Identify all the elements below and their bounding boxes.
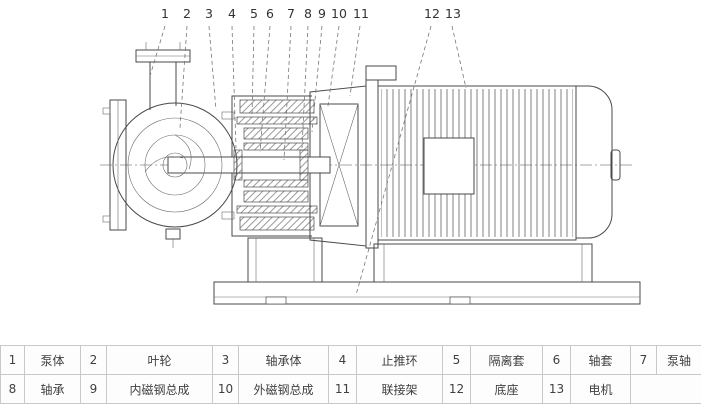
pump-pedestal <box>247 237 323 283</box>
part-name-cell: 内磁钢总成 <box>106 374 213 404</box>
callout-numbers: 1 2 3 4 5 6 7 8 9 10 11 12 13 <box>161 6 461 21</box>
part-number-cell: 5 <box>442 345 471 375</box>
callout-13: 13 <box>445 6 461 21</box>
part-number-cell: 7 <box>630 345 657 375</box>
table-row: 8 轴承 9 内磁钢总成 10 外磁钢总成 11 联接架 12 底座 13 电机 <box>0 374 701 404</box>
pump-shaft <box>167 149 331 181</box>
pump-body <box>112 102 238 228</box>
part-number-cell: 6 <box>542 345 571 375</box>
part-number-cell: 9 <box>80 374 107 404</box>
callout-8: 8 <box>304 6 312 21</box>
part-number-cell: 13 <box>542 374 571 404</box>
table-row: 1 泵体 2 叶轮 3 轴承体 4 止推环 5 隔离套 6 轴套 7 泵轴 <box>0 345 701 375</box>
part-name-cell: 轴套 <box>570 345 631 375</box>
part-number-cell: 11 <box>328 374 357 404</box>
part-name-cell: 泵轴 <box>656 345 701 375</box>
suction-flange <box>102 99 127 231</box>
callout-4: 4 <box>228 6 236 21</box>
part-name-cell: 底座 <box>470 374 543 404</box>
part-number-cell: 8 <box>0 374 25 404</box>
part-name-cell: 隔离套 <box>470 345 543 375</box>
callout-12: 12 <box>424 6 440 21</box>
empty-cell <box>630 374 701 404</box>
part-name-cell: 止推环 <box>356 345 443 375</box>
part-name-cell: 联接架 <box>356 374 443 404</box>
callout-11: 11 <box>353 6 369 21</box>
pump-cross-section-diagram: 1 2 3 4 5 6 7 8 9 10 11 12 13 <box>100 6 641 305</box>
part-number-cell: 2 <box>80 345 107 375</box>
part-name-cell: 轴承 <box>24 374 81 404</box>
part-number-cell: 1 <box>0 345 25 375</box>
part-number-cell: 3 <box>212 345 239 375</box>
callout-9: 9 <box>318 6 326 21</box>
discharge-flange <box>135 42 191 110</box>
drain-plug <box>165 228 181 248</box>
callout-7: 7 <box>287 6 295 21</box>
part-name-cell: 电机 <box>570 374 631 404</box>
part-number-cell: 12 <box>442 374 471 404</box>
callout-6: 6 <box>266 6 274 21</box>
callout-1: 1 <box>161 6 169 21</box>
part-number-cell: 4 <box>328 345 357 375</box>
callout-3: 3 <box>205 6 213 21</box>
callout-5: 5 <box>250 6 258 21</box>
magnet-assembly <box>236 99 318 231</box>
part-name-cell: 轴承体 <box>238 345 329 375</box>
part-name-cell: 泵体 <box>24 345 81 375</box>
callout-10: 10 <box>331 6 347 21</box>
pump-drawing: 1 2 3 4 5 6 7 8 9 10 11 12 13 <box>100 6 641 305</box>
motor <box>365 65 621 249</box>
part-number-cell: 10 <box>212 374 239 404</box>
coupling-frame <box>309 85 367 247</box>
parts-legend-table: 1 泵体 2 叶轮 3 轴承体 4 止推环 5 隔离套 6 轴套 7 泵轴 8 … <box>0 345 701 404</box>
part-name-cell: 外磁钢总成 <box>238 374 329 404</box>
base-plate <box>213 281 641 305</box>
motor-mount <box>373 243 593 283</box>
leader-lines <box>149 25 467 296</box>
part-name-cell: 叶轮 <box>106 345 213 375</box>
callout-2: 2 <box>183 6 191 21</box>
